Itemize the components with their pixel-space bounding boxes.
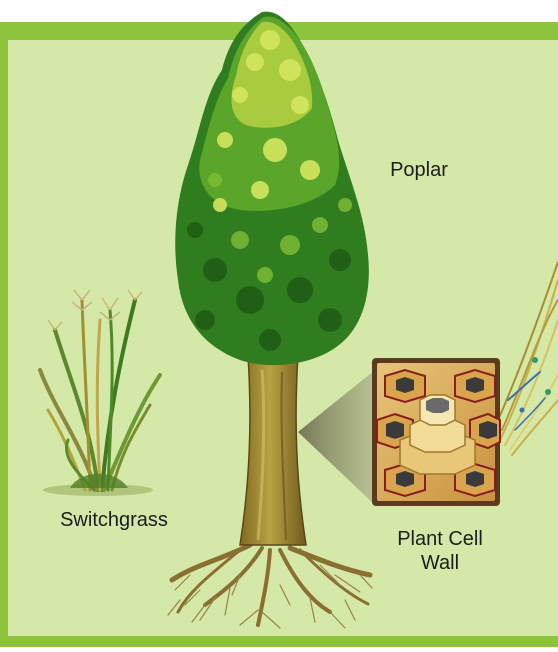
- cell-wall-inset: [372, 358, 500, 506]
- plant-cell-wall-label-line1: Plant Cell: [360, 527, 520, 551]
- plant-cell-wall-label-line2: Wall: [360, 551, 520, 575]
- left-frame-bar: [0, 40, 8, 636]
- tree-trunk: [240, 355, 306, 545]
- bottom-frame-bar: [0, 636, 558, 647]
- plant-cell-wall-label: Plant Cell Wall: [360, 527, 520, 575]
- poplar-label: Poplar: [364, 158, 474, 182]
- switchgrass-label: Switchgrass: [34, 508, 194, 532]
